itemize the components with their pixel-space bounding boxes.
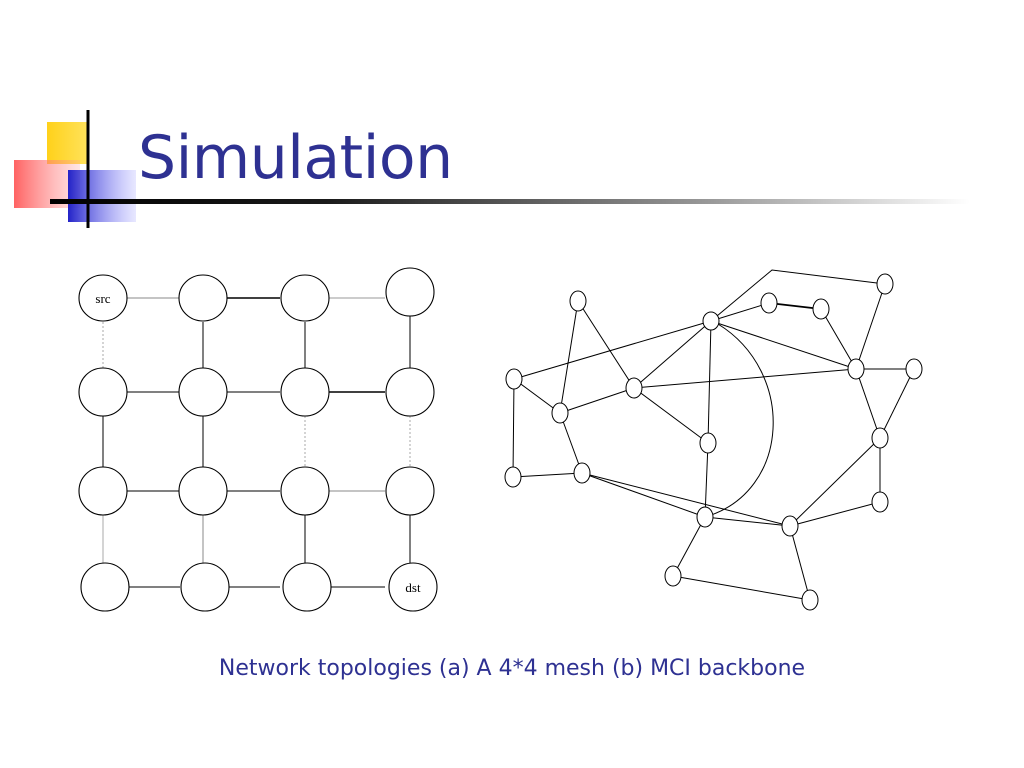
mci-link: [513, 378, 561, 414]
mesh-node: [78, 367, 128, 417]
mci-link: [820, 308, 857, 370]
yellow-square: [47, 122, 87, 164]
mesh-node: [178, 466, 228, 516]
mci-link: [710, 269, 886, 322]
mci-link: [768, 302, 822, 310]
mci-link: [633, 387, 709, 444]
mci-link: [707, 320, 712, 444]
mci-node: [905, 358, 923, 380]
mci-node: [812, 298, 830, 320]
mesh-node-label-src: src: [95, 291, 110, 306]
mci-node: [876, 273, 894, 295]
mesh-node: [280, 367, 330, 417]
mesh-node: [280, 466, 330, 516]
mci-node: [699, 432, 717, 454]
mesh-node: [180, 562, 230, 612]
mci-link: [879, 368, 915, 439]
mci-link: [855, 368, 881, 439]
mesh-node: [178, 274, 228, 322]
mci-link: [704, 442, 709, 518]
mci-node: [702, 311, 720, 331]
mci-link: [559, 412, 583, 474]
mesh-node: [385, 367, 435, 417]
mci-node: [847, 358, 865, 380]
mci-link: [710, 302, 770, 322]
title-decoration: [14, 110, 136, 228]
mci-link: [577, 300, 635, 389]
mci-link: [513, 320, 712, 380]
mci-node: [696, 506, 714, 528]
slide-title: Simulation: [138, 123, 453, 193]
mci-link: [789, 525, 811, 601]
mesh-node-label-dst: dst: [405, 580, 421, 595]
mci-node: [664, 565, 682, 587]
mci-link: [581, 472, 706, 518]
mci-node: [871, 427, 889, 449]
mci-arc-link: [704, 323, 774, 518]
mesh-topology-diagram: src dst: [78, 267, 438, 612]
mci-link: [559, 300, 579, 414]
mci-backbone-diagram: [504, 269, 923, 611]
mci-node: [625, 377, 643, 399]
mesh-node: [280, 274, 330, 322]
mci-node: [781, 515, 799, 537]
mci-link: [512, 378, 515, 478]
mci-link: [855, 283, 886, 370]
mci-node: [760, 292, 778, 314]
mci-link: [581, 472, 791, 527]
mci-link: [789, 501, 881, 527]
mci-link: [633, 320, 712, 389]
mci-node: [801, 589, 819, 611]
mesh-node: [385, 466, 435, 516]
mci-node: [504, 466, 522, 488]
mci-node: [573, 462, 591, 484]
mesh-node: [282, 562, 332, 612]
mesh-node-src: [78, 274, 128, 322]
mesh-node: [78, 466, 128, 516]
mci-link: [789, 437, 881, 527]
figure-caption: Network topologies (a) A 4*4 mesh (b) MC…: [218, 656, 806, 681]
mci-link: [672, 516, 706, 577]
mci-node: [551, 402, 569, 424]
mci-node: [569, 290, 587, 312]
mci-link: [559, 387, 635, 414]
mci-link: [672, 575, 811, 601]
title-rule: [50, 199, 970, 204]
mesh-node-dst: [388, 562, 438, 612]
mesh-node: [178, 367, 228, 417]
mci-node: [505, 368, 523, 390]
mci-node: [871, 491, 889, 513]
mci-link: [512, 472, 583, 478]
blue-square: [68, 170, 136, 222]
mci-link: [633, 368, 857, 389]
mesh-node: [385, 267, 435, 317]
mesh-node: [80, 562, 130, 612]
mci-link: [704, 516, 791, 527]
mci-link: [710, 320, 857, 370]
